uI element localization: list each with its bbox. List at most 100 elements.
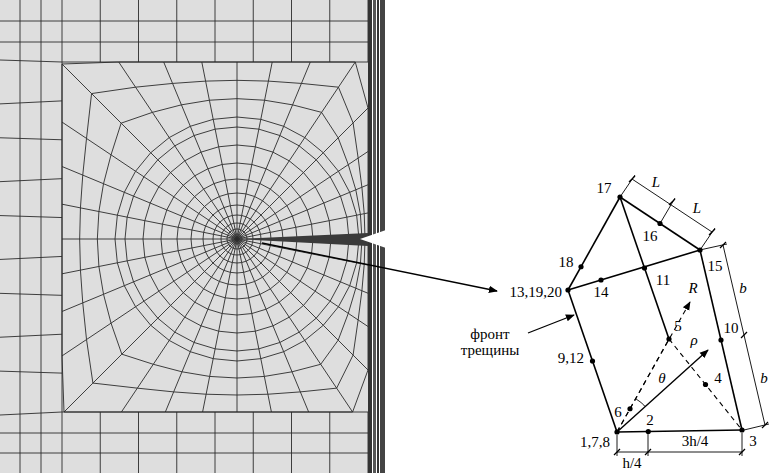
- mesh-line: [62, 62, 368, 63]
- theta-arc: [636, 399, 646, 407]
- mesh-line: [0, 412, 62, 415]
- mesh-line: [0, 256, 62, 259]
- callout-label: 4: [714, 370, 722, 387]
- element-node-dot: [578, 264, 583, 269]
- mesh-spoke: [237, 108, 368, 239]
- mesh-line: [0, 216, 62, 218]
- mesh-spoke: [64, 239, 237, 412]
- mesh-spoke: [237, 239, 368, 327]
- zoom-arrow: [262, 243, 497, 291]
- element-node-dot: [565, 287, 570, 292]
- element-node-dot: [614, 429, 619, 434]
- mesh-line: [0, 138, 62, 140]
- mesh-line: [0, 293, 62, 295]
- mesh-line: [41, 0, 42, 473]
- mesh-spoke: [62, 122, 237, 239]
- rho-arrow: [617, 350, 708, 432]
- leader-arrow: [528, 315, 574, 333]
- element-node-dot: [718, 337, 723, 342]
- mesh-line: [100, 0, 101, 62]
- mesh-line: [138, 0, 139, 62]
- mesh-line: [291, 0, 292, 62]
- mesh-line: [0, 371, 62, 373]
- mesh-line: [20, 0, 21, 473]
- crack-faces: [237, 233, 368, 246]
- mesh-line: [291, 412, 292, 473]
- mesh-line: [0, 179, 62, 182]
- mesh-line: [0, 453, 368, 454]
- mesh-line: [0, 334, 62, 337]
- dimension-line: [632, 179, 712, 232]
- callout-label: 16: [643, 228, 658, 245]
- r-axis-arrow: [617, 302, 690, 432]
- dimension-tick: [709, 229, 715, 235]
- callout-label: 6: [614, 404, 622, 421]
- callout-label: 13,19,20: [510, 284, 563, 301]
- mesh-spoke: [237, 239, 309, 412]
- mesh-line: [329, 412, 330, 473]
- dimension-line: [620, 175, 635, 197]
- element-node-dot: [666, 336, 671, 341]
- mesh-line: [62, 0, 63, 62]
- element-node-dot: [598, 277, 603, 282]
- mesh-line: [329, 0, 330, 62]
- mesh-spoke: [62, 64, 237, 239]
- element-node-dot: [646, 429, 651, 434]
- callout-label: 10: [724, 320, 739, 337]
- callout-label: 1,7,8: [580, 434, 610, 451]
- callout-label: 15: [708, 258, 723, 275]
- callout-label: 9,12: [558, 350, 584, 367]
- mesh-line: [62, 62, 63, 412]
- crack-mouth: [360, 230, 386, 248]
- mesh-line: [176, 412, 177, 473]
- callout-label: ρ: [690, 332, 697, 349]
- mesh-spoke: [237, 62, 238, 239]
- element-node-dot: [642, 265, 647, 270]
- mesh-spoke: [62, 239, 237, 274]
- mesh-spoke: [237, 239, 271, 412]
- callout-label: L: [693, 200, 701, 217]
- mesh-line: [176, 0, 177, 62]
- callout-label: 18: [559, 254, 574, 271]
- element-node-dot: [627, 406, 632, 411]
- mesh-spoke: [237, 185, 368, 239]
- element-edge: [620, 197, 669, 339]
- callout-label: 14: [594, 284, 609, 301]
- mesh-spoke: [119, 62, 237, 239]
- dimension-tick: [645, 449, 651, 455]
- callout-label: R: [688, 280, 697, 297]
- mesh-ground: [0, 0, 368, 473]
- callout-label: 5: [674, 318, 682, 335]
- callout-label: h/4: [622, 455, 641, 472]
- mesh-line: [215, 0, 216, 62]
- mesh-line: [100, 412, 101, 473]
- element-edge: [568, 250, 700, 290]
- mesh-ring: [62, 62, 368, 412]
- mesh-spoke: [165, 239, 237, 412]
- element-edge: [617, 430, 742, 432]
- mesh-line: [0, 433, 368, 434]
- dimension-tick: [629, 176, 635, 182]
- element-node-dot: [590, 358, 595, 363]
- callout-label: 3: [749, 433, 757, 450]
- dimension-tick: [614, 449, 620, 455]
- dimension-line: [723, 245, 765, 425]
- mesh-spoke: [237, 239, 353, 412]
- callout-label: θ: [658, 370, 665, 387]
- mesh-spoke: [62, 239, 237, 240]
- callout-label: b: [739, 280, 747, 297]
- mesh-line: [253, 0, 254, 62]
- mesh-spoke: [62, 167, 237, 239]
- mesh-spoke: [202, 62, 237, 239]
- callout-label: 2: [646, 412, 654, 429]
- mesh-spoke: [237, 62, 355, 239]
- mesh-spoke: [237, 239, 368, 293]
- mesh-spoke: [62, 239, 237, 356]
- callout-label: L: [652, 174, 660, 191]
- mesh-line: [215, 412, 216, 473]
- dimension-line: [660, 198, 675, 224]
- dimension-tick: [739, 449, 745, 455]
- mesh-line: [253, 412, 254, 473]
- mesh-line: [62, 412, 63, 473]
- mesh-line: [0, 60, 62, 62]
